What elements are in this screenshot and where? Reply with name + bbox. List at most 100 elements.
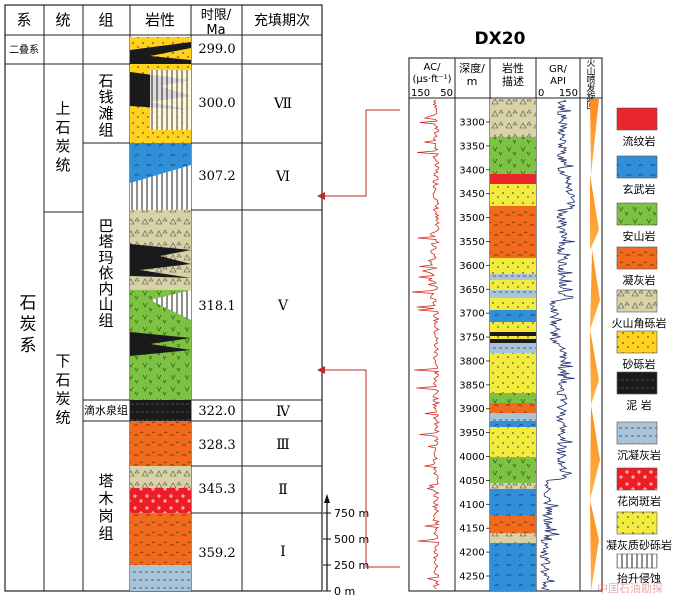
svg-text:塔: 塔 <box>98 472 113 490</box>
legend-swatch <box>616 246 658 270</box>
svg-text:岗: 岗 <box>98 507 113 525</box>
depth-label: 3650 <box>459 285 484 296</box>
header-group: 组 <box>98 11 113 29</box>
watermark: 中国石油勘探 <box>597 581 663 595</box>
well-log-dx20: DX20 AC/(μs·ft⁻¹) 150 50 深度/m 岩性描述 GR/AP… <box>408 29 603 592</box>
system-carboniferous: 石炭系 <box>20 293 37 356</box>
gr-curve <box>539 99 576 590</box>
svg-text:石: 石 <box>20 293 37 313</box>
svg-text:组: 组 <box>98 311 113 329</box>
depth-label: 3800 <box>459 356 484 367</box>
legend-item: 砂砾岩 <box>616 330 658 371</box>
depth-label: 4100 <box>459 500 484 511</box>
depth-label: 3550 <box>459 237 484 248</box>
svg-text:旋: 旋 <box>586 91 595 103</box>
period-label: Ⅱ <box>278 482 288 498</box>
legend-swatch <box>616 553 658 569</box>
period-label: Ⅴ <box>277 298 289 314</box>
period-label: Ⅶ <box>273 96 292 112</box>
legend-label: 抬升侵蚀 <box>617 571 661 585</box>
legend-label: 花岗斑岩 <box>617 494 661 508</box>
header-lithology: 岩性 <box>145 11 175 29</box>
legend-label: 凝灰岩 <box>623 273 656 287</box>
well-lithology-column <box>490 99 536 591</box>
legend-swatch <box>616 202 658 226</box>
legend-label: 火山角砾岩 <box>612 316 667 330</box>
legend-item: 泥 岩 <box>616 371 658 412</box>
header-series: 统 <box>55 11 70 29</box>
svg-text:石: 石 <box>55 118 70 136</box>
lithology-column <box>130 37 191 591</box>
eruption-cycle-column <box>590 99 600 591</box>
scale-tick-label: 0 m <box>334 585 355 597</box>
depth-label: 4000 <box>459 452 484 463</box>
age-label: 318.1 <box>198 299 235 314</box>
depth-label: 3350 <box>459 141 484 152</box>
svg-text:巴: 巴 <box>98 217 113 235</box>
group-dishuiquan: 滴水泉组 <box>84 403 128 417</box>
legend-swatch <box>616 330 658 354</box>
correlation-lines <box>317 109 400 568</box>
svg-text:火: 火 <box>586 58 595 69</box>
legend-swatch <box>616 107 658 131</box>
svg-text:石: 石 <box>55 371 70 389</box>
svg-text:统: 统 <box>55 156 70 174</box>
scale-tick-label: 750 m <box>334 507 369 520</box>
legend-swatch <box>616 467 658 491</box>
svg-text:组: 组 <box>98 121 113 139</box>
gr-scale-max: 150 <box>559 88 578 99</box>
well-title: DX20 <box>475 29 526 49</box>
legend-item: 沉凝灰岩 <box>616 421 661 462</box>
period-label: Ⅵ <box>275 169 290 185</box>
svg-text:统: 统 <box>55 408 70 426</box>
age-label: 359.2 <box>198 546 235 561</box>
scale-tick-label: 500 m <box>334 533 369 546</box>
svg-text:玛: 玛 <box>98 248 113 266</box>
header-period: 充填期次 <box>254 13 310 29</box>
svg-text:山: 山 <box>586 67 595 78</box>
period-label: Ⅲ <box>276 437 290 453</box>
legend-swatch <box>616 511 658 535</box>
svg-text:木: 木 <box>98 490 113 508</box>
period-label: Ⅰ <box>280 544 286 560</box>
legend-item: 玄武岩 <box>616 155 658 196</box>
age-label: 322.0 <box>198 404 235 419</box>
depth-label: 4200 <box>459 548 484 559</box>
svg-text:炭: 炭 <box>55 390 70 408</box>
svg-text:炭: 炭 <box>20 315 37 335</box>
depth-label: 4150 <box>459 524 484 535</box>
legend-swatch <box>616 155 658 179</box>
gr-scale-min: 0 <box>538 88 544 99</box>
svg-text:下: 下 <box>55 352 70 370</box>
depth-label: 3300 <box>459 118 484 129</box>
legend-item: 凝灰岩 <box>616 246 658 287</box>
legend-item: 抬升侵蚀 <box>616 553 661 585</box>
svg-text:上: 上 <box>55 100 70 118</box>
header-lith-desc: 岩性描述 <box>502 61 524 88</box>
period-label: Ⅳ <box>276 404 291 420</box>
depth-label: 3450 <box>459 189 484 200</box>
depth-label: 3500 <box>459 213 484 224</box>
header-age: 时限/Ma <box>201 8 232 38</box>
svg-text:山: 山 <box>98 296 113 314</box>
legend-item: 流纹岩 <box>616 107 658 148</box>
legend-swatch <box>616 371 658 395</box>
legend-label: 凝灰质砂砾岩 <box>606 538 672 552</box>
legend-label: 砂砾岩 <box>623 357 656 371</box>
depth-label: 3900 <box>459 404 484 415</box>
depth-label: 3600 <box>459 261 484 272</box>
legend-item: 安山岩 <box>616 202 658 243</box>
svg-text:依: 依 <box>98 264 113 282</box>
legend-swatch <box>616 421 658 445</box>
svg-text:塔: 塔 <box>98 233 113 251</box>
header-ac: AC/(μs·ft⁻¹) <box>412 62 451 85</box>
depth-label: 3950 <box>459 428 484 439</box>
header-gr: GR/API <box>549 64 568 87</box>
age-label: 328.3 <box>198 438 235 453</box>
